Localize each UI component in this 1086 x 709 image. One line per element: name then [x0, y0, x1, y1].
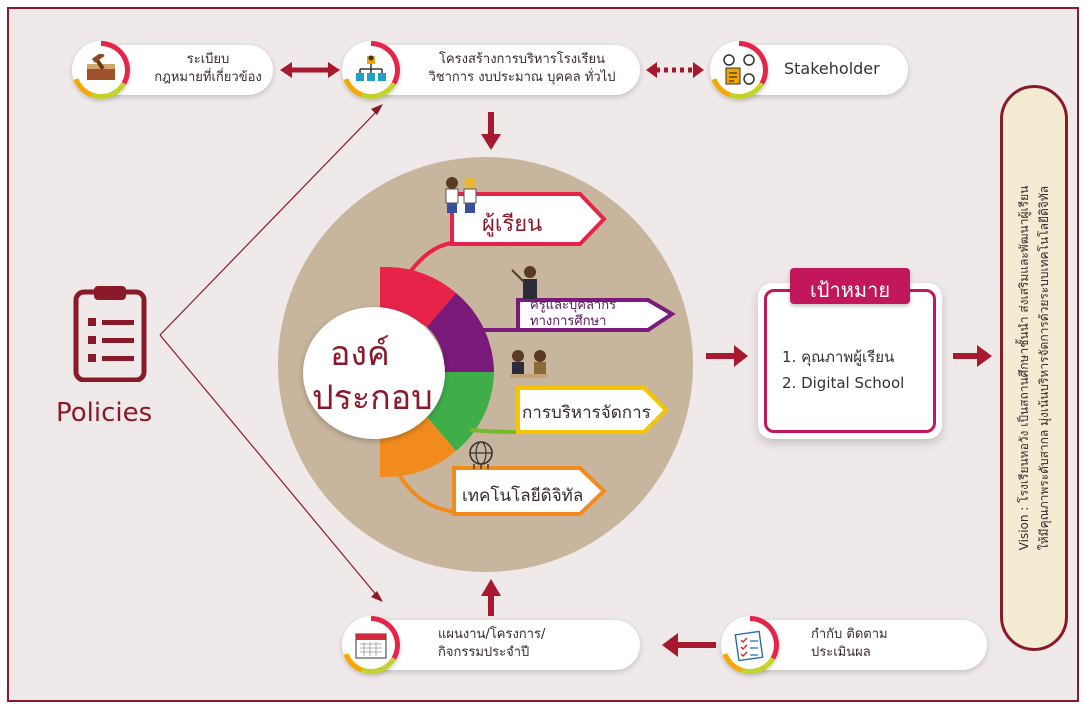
- law-line2: กฎหมายที่เกี่ยวข้อง: [154, 70, 262, 85]
- goal-title: เป้าหมาย: [809, 278, 891, 302]
- stakeholder-icon: [715, 46, 763, 94]
- policy-line-bottom: [159, 334, 379, 598]
- structure-arrowhead: [328, 62, 340, 78]
- policy-arrowhead-bottom: [371, 591, 383, 602]
- down-arrow-head: [481, 134, 501, 150]
- goal-vision-head: [977, 345, 992, 367]
- structure-pill: โครงสร้างการบริหารโรงเรียน วิชาการ งบประ…: [358, 45, 640, 95]
- vision-box: [1000, 85, 1068, 651]
- meeting-icon: [506, 348, 552, 388]
- plan-pill: แผนงาน/โครงการ/ กิจกรรมประจำปี: [358, 620, 640, 670]
- structure-line1: โครงสร้างการบริหารโรงเรียน: [438, 52, 606, 67]
- stakeholder-right-arrowhead: [693, 62, 704, 78]
- org-chart-icon: [347, 46, 395, 94]
- goal-item-2: 2. Digital School: [782, 374, 905, 392]
- monitor-line2: ประเมินผล: [811, 645, 871, 660]
- center-badge: [303, 307, 445, 439]
- goal-vision-shaft: [953, 353, 979, 359]
- policies-clipboard-icon: [70, 282, 150, 383]
- law-line1: ระเบียบ: [186, 52, 230, 67]
- up-arrow-shaft: [488, 594, 494, 616]
- plan-ring: [342, 616, 400, 674]
- law-arrowhead: [280, 62, 292, 78]
- down-arrow-shaft: [488, 112, 494, 136]
- monitor-line1: กำกับ ติดตาม: [811, 627, 888, 642]
- globe-tech-icon: [466, 440, 496, 474]
- calendar-icon: [347, 621, 395, 669]
- center-title-line1: องค์: [330, 334, 390, 374]
- stakeholder-label: Stakeholder: [784, 59, 880, 78]
- law-ring: [72, 41, 130, 99]
- teacher-icon: [510, 264, 544, 306]
- monitor-plan-shaft: [676, 642, 716, 648]
- vision-line2: ให้มีคุณภาพระดับสากล มุ่งเน้นบริหารจัดกา…: [1037, 185, 1051, 551]
- structure-ring: [342, 41, 400, 99]
- monitor-ring: [721, 616, 779, 674]
- component-technology: เทคโนโลยีดิจิทัล: [462, 486, 584, 506]
- stakeholder-left-arrowhead: [646, 62, 657, 78]
- stakeholder-ring: [710, 41, 768, 99]
- center-title-line2: ประกอบ: [312, 378, 433, 418]
- checklist-icon: [726, 621, 774, 669]
- goal-item-1: 1. คุณภาพผู้เรียน: [782, 348, 895, 366]
- policies-label: Policies: [56, 398, 153, 428]
- center-goal-shaft: [706, 353, 736, 359]
- component-teachers-line2: ทางการศึกษา: [530, 314, 607, 329]
- center-goal-head: [734, 345, 748, 367]
- component-teachers-line1: ครูและบุคลากร: [530, 298, 617, 313]
- monitor-plan-head: [662, 633, 678, 657]
- students-icon: [440, 176, 482, 220]
- component-learners: ผู้เรียน: [482, 212, 543, 237]
- structure-line2: วิชาการ งบประมาณ บุคคล ทั่วไป: [428, 70, 616, 85]
- vision-line1: Vision : โรงเรียนหอวัง เป็นสถานศึกษาชั้น…: [1017, 185, 1031, 551]
- up-arrow-head: [481, 579, 501, 596]
- policy-line-top: [159, 109, 379, 336]
- policy-arrowhead-top: [371, 104, 383, 115]
- component-management: การบริหารจัดการ: [522, 403, 651, 423]
- goal-title-banner: [790, 268, 910, 304]
- law-book-icon: [77, 46, 125, 94]
- plan-line2: กิจกรรมประจำปี: [438, 645, 530, 660]
- plan-line1: แผนงาน/โครงการ/: [438, 627, 546, 642]
